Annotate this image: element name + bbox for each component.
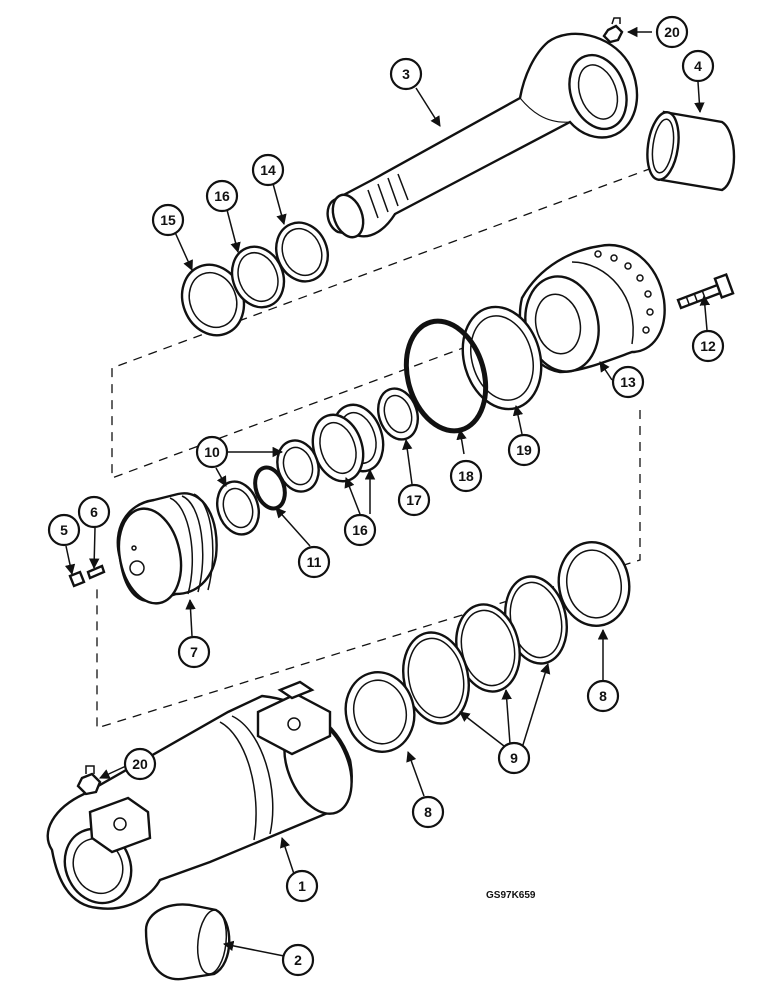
callout-4: 4 [681,49,715,83]
callout-2-label: 2 [294,952,302,968]
callout-9: 9 [497,741,531,775]
piston-rod [326,32,639,239]
callout-16-top: 16 [205,179,239,213]
callout-17: 17 [397,483,431,517]
piston [116,492,218,605]
callout-19: 19 [507,433,541,467]
reference-code: GS97K659 [486,890,536,901]
seal-ring-17 [377,387,419,441]
wear-ring-upper [276,439,320,493]
callout-11-label: 11 [307,554,322,570]
callout-1: 1 [285,869,319,903]
callout-16-top-label: 16 [214,188,230,204]
rod-seal [230,245,286,309]
callout-15-label: 15 [160,212,176,228]
callout-16-bottom: 16 [343,513,377,547]
callout-18: 18 [449,459,483,493]
callout-20-top: 20 [655,15,689,49]
callout-8-left: 8 [411,795,445,829]
guide-ring-right [557,540,631,628]
callout-12: 12 [691,329,725,363]
callout-14-label: 14 [260,162,276,178]
callout-10: 10 [195,435,229,469]
callout-3-label: 3 [402,66,410,82]
wear-ring-lower [216,480,260,536]
callout-14: 14 [251,153,285,187]
pin [86,564,106,580]
callout-1-label: 1 [298,878,306,894]
callout-13-label: 13 [620,374,636,390]
bushing-top [646,110,736,192]
cylinder-barrel [46,680,353,910]
grease-fitting-top [602,17,624,44]
grease-fitting-bottom [76,765,102,796]
set-screw [68,570,86,588]
guide-ring-left [344,671,416,753]
assembly-alignment-lines [96,167,653,729]
callout-8-left-label: 8 [424,804,432,820]
callout-13: 13 [611,365,645,399]
callout-8-right: 8 [586,679,620,713]
callout-17-label: 17 [406,492,422,508]
callout-20-top-label: 20 [664,24,680,40]
callout-12-label: 12 [700,338,716,354]
callout-4-label: 4 [694,58,702,74]
callout-8-right-label: 8 [599,688,607,704]
callout-5: 5 [47,513,81,547]
callout-19-label: 19 [516,442,532,458]
callout-7: 7 [177,635,211,669]
callout-7-label: 7 [190,644,198,660]
leader-lines [64,26,711,957]
buffer-seal [275,221,329,283]
callout-20-bottom: 20 [123,747,157,781]
seal-ring-9b [455,603,521,693]
callout-15: 15 [151,203,185,237]
callout-16-bottom-label: 16 [352,522,368,538]
callout-9-label: 9 [510,750,518,766]
bushing-bottom [144,903,231,981]
callout-6: 6 [77,495,111,529]
callout-6-label: 6 [90,504,98,520]
callout-2: 2 [281,943,315,977]
piston-seal-stack [311,403,385,483]
callout-18-label: 18 [458,468,474,484]
callout-10-label: 10 [204,444,220,460]
cylinder-head [518,243,666,374]
head-bolt [676,273,735,310]
callout-11: 11 [297,545,331,579]
callout-20-bottom-label: 20 [132,756,148,772]
callout-3: 3 [389,57,423,91]
callout-5-label: 5 [60,522,68,538]
